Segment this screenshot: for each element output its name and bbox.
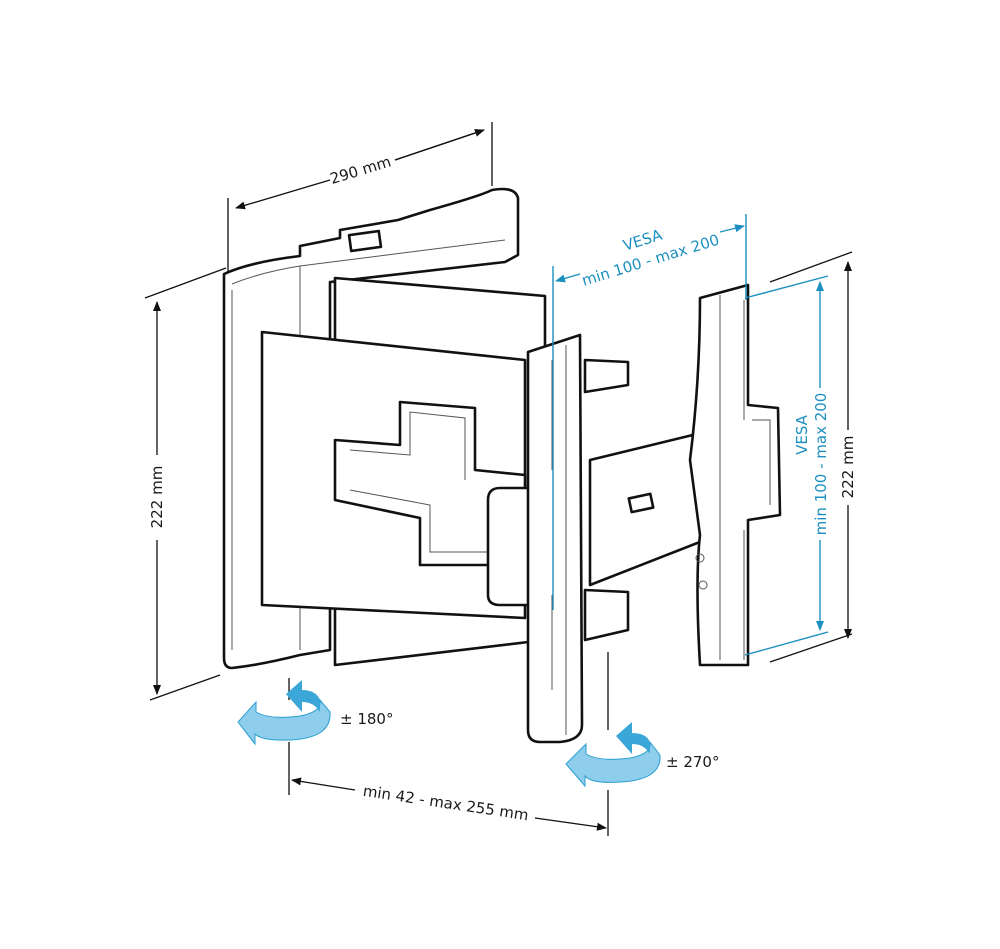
swing-arm xyxy=(260,276,707,667)
height-right-label: 222 mm xyxy=(839,436,857,499)
vesa-vertical-dimension xyxy=(744,275,829,656)
rotation-arrow-270-icon xyxy=(565,722,661,788)
rotation-180-label: ± 180° xyxy=(340,710,393,728)
tv-bracket-right xyxy=(688,283,782,667)
height-left-label: 222 mm xyxy=(148,466,166,529)
vesa-vertical-title: VESA xyxy=(793,414,811,455)
width-dimension xyxy=(228,122,493,272)
rotation-270-label: ± 270° xyxy=(666,753,719,771)
extension-label: min 42 - max 255 mm xyxy=(362,782,530,825)
vesa-vertical-range: min 100 - max 200 xyxy=(812,393,830,536)
height-right-dimension xyxy=(769,251,853,663)
width-label: 290 mm xyxy=(328,152,393,188)
rotation-arrow-180-icon xyxy=(237,680,331,746)
tv-bracket-left xyxy=(526,333,584,744)
height-left-dimension xyxy=(144,267,227,701)
vesa-horizontal-dimension xyxy=(552,214,747,610)
extension-dimension xyxy=(288,652,609,836)
